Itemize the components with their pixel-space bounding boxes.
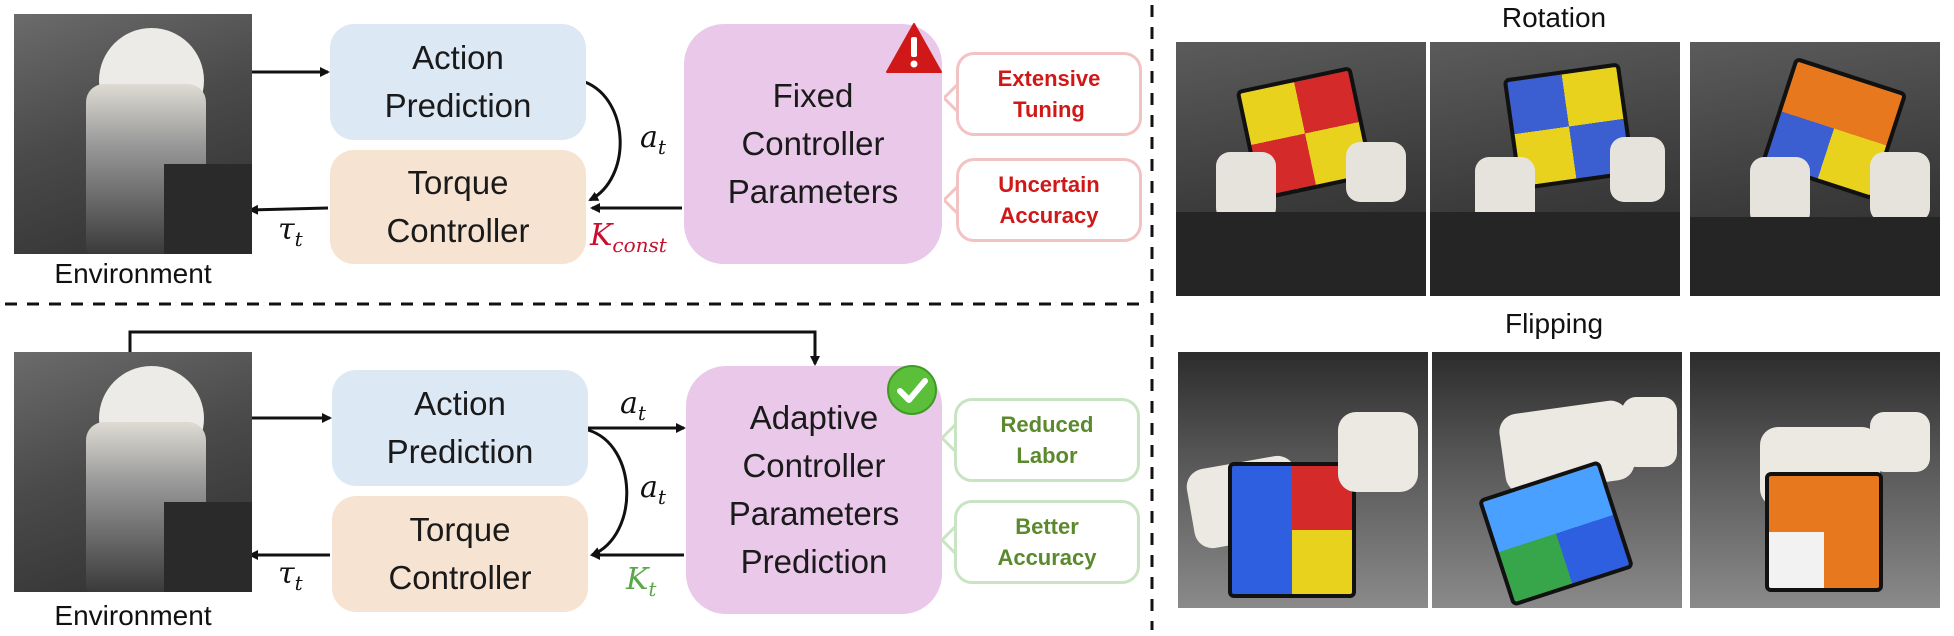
- cube-shape: [1477, 459, 1635, 608]
- action-prediction-label-bottom: Action Prediction: [386, 385, 534, 470]
- finger-shape: [1338, 412, 1418, 492]
- flipping-photo-2: [1432, 352, 1682, 608]
- tau-t-symbol-top: τ: [278, 212, 295, 247]
- action-prediction-box-bottom: Action Prediction: [332, 370, 588, 486]
- adaptive-controller-label: Adaptive Controller Parameters Predictio…: [728, 399, 900, 580]
- rotation-photo-1: [1176, 42, 1426, 296]
- robot-base-shape: [1176, 212, 1426, 296]
- arrow-action-to-torque-top: [584, 80, 622, 202]
- k-t-symbol: K: [626, 562, 649, 597]
- action-prediction-box-top: Action Prediction: [330, 24, 586, 140]
- reduced-labor-callout: Reduced Labor: [954, 398, 1140, 482]
- rotation-title: Rotation: [1501, 2, 1607, 33]
- a-t-symbol-bottom-top: a: [620, 386, 638, 421]
- cube-shape: [1765, 472, 1883, 592]
- robot-base-shape-bottom: [164, 502, 252, 592]
- tau-t-sub-bottom: t: [294, 571, 303, 595]
- finger-shape: [1870, 412, 1930, 472]
- callout-pointer-bottom-2: [942, 526, 956, 554]
- torque-controller-label-bottom: Torque Controller: [388, 511, 532, 596]
- better-accuracy-text: Better Accuracy: [997, 514, 1097, 570]
- action-prediction-label-top: Action Prediction: [384, 39, 532, 124]
- k-const-symbol: K: [590, 218, 613, 253]
- a-t-sub-bottom-mid: t: [657, 485, 666, 509]
- k-const-sub: const: [612, 233, 667, 257]
- environment-label-bottom: Environment: [54, 600, 212, 631]
- finger-shape: [1870, 152, 1930, 222]
- a-t-symbol-top: a: [640, 120, 658, 155]
- warning-icon: [886, 23, 942, 73]
- arrow-torque-to-env-top: [248, 204, 329, 215]
- rotation-photo-3: [1690, 42, 1940, 296]
- callout-pointer-top-2: [944, 186, 958, 214]
- finger-shape: [1622, 397, 1677, 467]
- k-t-sub: t: [648, 577, 657, 601]
- finger-shape: [1346, 142, 1406, 202]
- flipping-photo-1: [1178, 352, 1428, 608]
- arrow-action-to-torque-bottom: [587, 428, 629, 557]
- robot-base-shape: [1430, 212, 1680, 296]
- cube-shape: [1228, 462, 1356, 598]
- k-const-label: Kconst: [590, 218, 667, 257]
- a-t-label-bottom-mid: at: [640, 470, 666, 509]
- checkmark-icon: [887, 365, 937, 415]
- a-t-label-top: at: [640, 120, 666, 159]
- rotation-photo-2: [1430, 42, 1680, 296]
- environment-photo-top: [14, 14, 252, 254]
- torque-controller-box-top: Torque Controller: [330, 150, 586, 264]
- extensive-tuning-text: Extensive Tuning: [997, 66, 1101, 122]
- a-t-symbol-bottom-mid: a: [640, 470, 658, 505]
- environment-label-top: Environment: [54, 258, 212, 289]
- torque-controller-box-bottom: Torque Controller: [332, 496, 588, 612]
- flipping-photo-3: [1690, 352, 1940, 608]
- k-t-label: Kt: [626, 562, 656, 601]
- flipping-title: Flipping: [1504, 308, 1604, 339]
- fixed-controller-label: Fixed Controller Parameters: [727, 77, 899, 210]
- uncertain-accuracy-callout: Uncertain Accuracy: [956, 158, 1142, 242]
- finger-shape: [1216, 152, 1276, 222]
- a-t-sub-top: t: [657, 135, 666, 159]
- a-t-sub-bottom-top: t: [637, 401, 646, 425]
- reduced-labor-text: Reduced Labor: [1000, 412, 1094, 468]
- tau-t-label-top: τt: [278, 212, 303, 251]
- a-t-label-bottom-top: at: [620, 386, 646, 425]
- finger-shape: [1750, 157, 1810, 227]
- callout-pointer-top-1: [944, 84, 958, 112]
- arrow-env-feedback-loop: [128, 330, 820, 366]
- torque-controller-label-top: Torque Controller: [386, 164, 530, 249]
- finger-shape: [1610, 137, 1665, 202]
- uncertain-accuracy-text: Uncertain Accuracy: [998, 172, 1100, 228]
- robot-base-shape: [164, 164, 252, 254]
- extensive-tuning-callout: Extensive Tuning: [956, 52, 1142, 136]
- robot-base-shape: [1690, 217, 1940, 296]
- environment-photo-bottom: [14, 352, 252, 592]
- tau-t-label-bottom: τt: [278, 556, 303, 595]
- callout-pointer-bottom-1: [942, 424, 956, 452]
- tau-t-sub-top: t: [294, 227, 303, 251]
- better-accuracy-callout: Better Accuracy: [954, 500, 1140, 584]
- tau-t-symbol-bottom: τ: [278, 556, 295, 591]
